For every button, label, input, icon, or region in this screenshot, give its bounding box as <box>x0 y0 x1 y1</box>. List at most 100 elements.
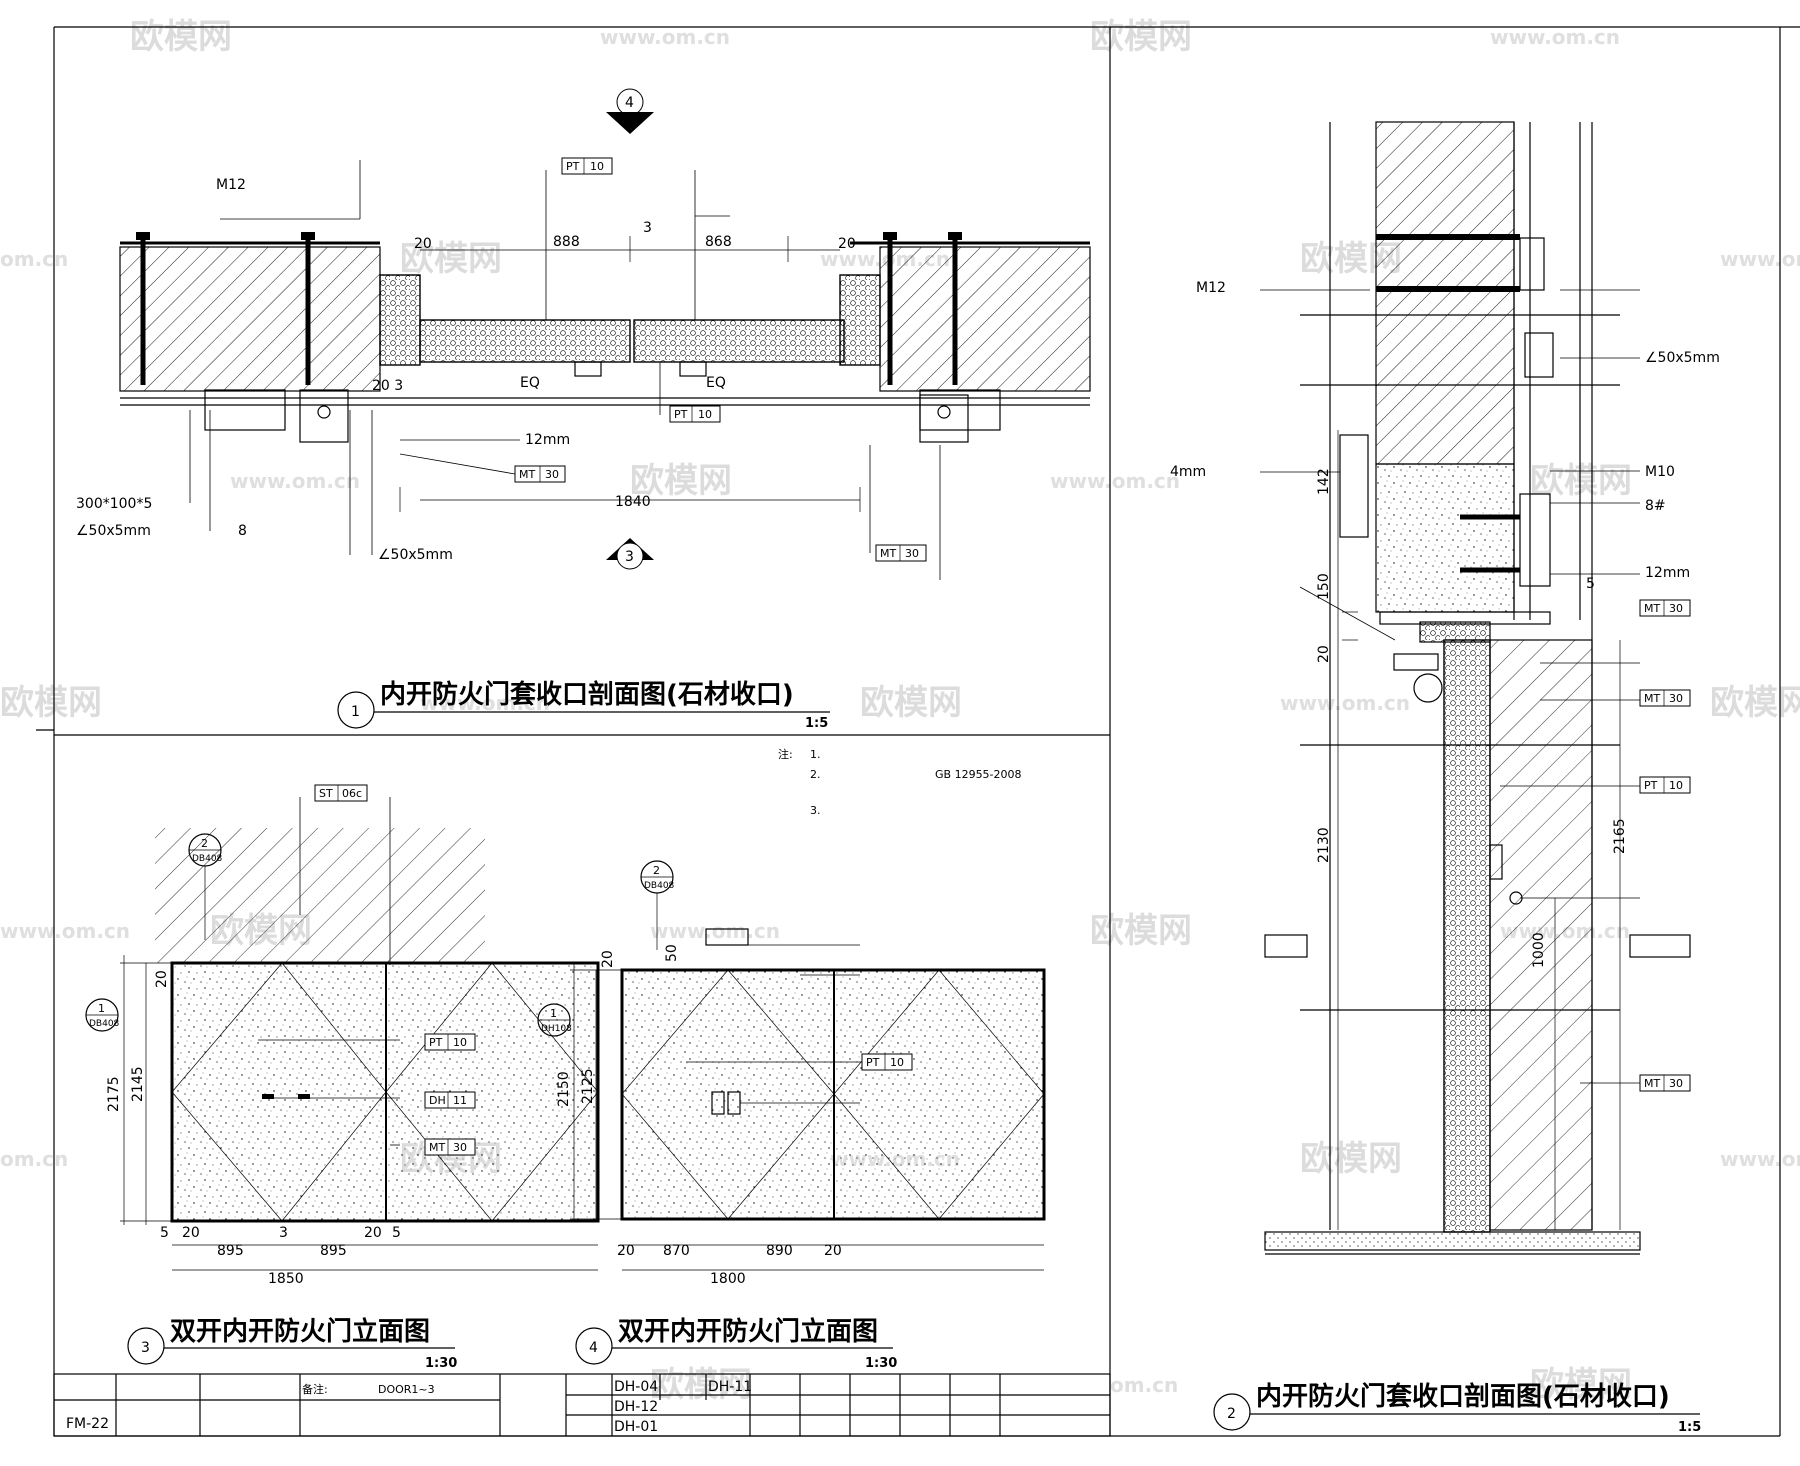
label-plate: 300*100*5 <box>76 496 152 512</box>
notes-header: 注: <box>778 747 793 761</box>
svg-text:30: 30 <box>1669 692 1683 705</box>
door-leaf-section <box>1443 639 1491 1233</box>
svg-text:30: 30 <box>1669 602 1683 615</box>
svg-text:2: 2 <box>201 837 208 850</box>
watermark-url: www.om.cn <box>650 919 780 943</box>
general-notes: 注: 1. 2. GB 12955-2008 3. <box>778 747 1022 817</box>
note-line: 2. <box>810 768 821 781</box>
door-frame-left <box>379 274 421 366</box>
section-marker-1: 1 DB408 <box>85 998 120 1032</box>
svg-text:MT: MT <box>880 547 896 560</box>
door-leaf-left <box>171 962 387 1222</box>
tag-mt30-b: MT 30 <box>875 544 927 562</box>
dim-edge-20b: 20 <box>824 1243 842 1259</box>
label-angle: ∠50x5mm <box>76 523 151 539</box>
dim-2145: 2145 <box>130 1066 146 1102</box>
detail-4-title-block: 4 双开内开防火门立面图 1:30 <box>575 1316 897 1371</box>
svg-text:30: 30 <box>1669 1077 1683 1090</box>
dim-868: 868 <box>705 234 732 250</box>
detail-4-title: 双开内开防火门立面图 <box>618 1316 878 1347</box>
watermark-text: 欧模网 <box>1710 683 1800 723</box>
eq-left: EQ <box>520 375 540 391</box>
dim-20-3: 20 3 <box>372 378 403 394</box>
dim-1840: 1840 <box>615 494 651 510</box>
watermark-url: www.om.cn <box>420 691 550 715</box>
hinge-right <box>919 394 969 443</box>
note-line: 1. <box>810 748 821 761</box>
dim-142: 142 <box>1316 468 1332 495</box>
detail-3-title: 双开内开防火门立面图 <box>170 1316 430 1347</box>
label-plywood: 12mm <box>1645 565 1690 581</box>
svg-text:DB408: DB408 <box>644 881 675 891</box>
svg-text:DH: DH <box>429 1094 446 1107</box>
door-frame-head <box>1419 621 1491 643</box>
label-bolt-m10: M10 <box>1645 464 1675 480</box>
dim-1850: 1850 <box>268 1271 304 1287</box>
detail-1-number: 1 <box>351 704 360 720</box>
dim-5: 5 <box>1586 576 1595 592</box>
watermark-url: om.cn <box>0 247 68 271</box>
eq-right: EQ <box>706 375 726 391</box>
ref-dh01: DH-01 <box>614 1419 658 1435</box>
svg-text:10: 10 <box>890 1056 904 1069</box>
bolt-group-left <box>136 232 315 385</box>
svg-text:PT: PT <box>674 408 688 421</box>
svg-text:2: 2 <box>653 864 660 877</box>
section-marker-2: 2 DB408 <box>188 833 223 940</box>
svg-text:10: 10 <box>590 160 604 173</box>
hinge-left <box>299 389 349 443</box>
dim-edge-3: 3 <box>279 1225 288 1241</box>
dim-895-left: 895 <box>217 1243 244 1259</box>
section-marker-2: 2 DB408 <box>640 860 675 950</box>
label-angle: ∠50x5mm <box>1645 350 1720 366</box>
watermark-url: www.om.cn <box>1720 1147 1800 1171</box>
door-code: FM-22 <box>66 1416 109 1432</box>
svg-text:30: 30 <box>905 547 919 560</box>
note-line: 3. <box>810 804 821 817</box>
concrete-lintel <box>1375 463 1515 613</box>
watermark-url: www.om.cn <box>0 919 130 943</box>
watermark-url: www.om.cn <box>1280 691 1410 715</box>
detail-2-title: 内开防火门套收口剖面图(石材收口) <box>1256 1381 1670 1412</box>
tag-pt10-top: PT 10 <box>561 157 613 175</box>
section-marker-1: 1 DH108 <box>537 1003 572 1037</box>
note-line: GB 12955-2008 <box>935 768 1022 781</box>
watermark-text: 欧模网 <box>860 683 962 723</box>
dim-edge-5b: 5 <box>392 1225 401 1241</box>
detail-1-plan-section: 888 868 3 20 20 EQ EQ 1840 20 3 4 3 <box>76 88 1091 731</box>
watermark-url: om.cn <box>1110 1373 1178 1397</box>
detail-3-elevation: 2175 2145 20 895 895 1850 5 20 3 20 5 2 … <box>85 784 600 1371</box>
svg-text:10: 10 <box>698 408 712 421</box>
svg-text:1: 1 <box>98 1002 105 1015</box>
watermark-text: 欧模网 <box>1090 911 1192 951</box>
dim-50: 50 <box>664 944 680 962</box>
detail-3-title-block: 3 双开内开防火门立面图 1:30 <box>127 1316 457 1371</box>
svg-text:MT: MT <box>429 1141 445 1154</box>
svg-text:MT: MT <box>1644 602 1660 615</box>
svg-text:10: 10 <box>1669 779 1683 792</box>
detail-4-number: 4 <box>589 1340 598 1356</box>
tag-pt10: PT 10 <box>1639 776 1691 794</box>
door-range: DOOR1~3 <box>378 1383 435 1396</box>
watermark-url: www.om.cn <box>1490 25 1620 49</box>
dim-edge-20a: 20 <box>617 1243 635 1259</box>
svg-text:MT: MT <box>519 468 535 481</box>
section-marker-bottom: 3 <box>606 538 654 570</box>
door-leaf-left <box>419 319 631 363</box>
tag-mt30-c: MT 30 <box>1639 1074 1691 1092</box>
section-marker-bottom-label: 3 <box>625 549 634 565</box>
tag-pt10-mid: PT 10 <box>669 405 721 423</box>
detail-2-vertical-section: 142 150 20 5 2130 2165 1000 M12 ∠50x5mm … <box>1170 121 1720 1435</box>
svg-text:30: 30 <box>545 468 559 481</box>
dim-20-top: 20 <box>600 950 616 968</box>
detail-2-number: 2 <box>1227 1406 1236 1422</box>
watermark-url: www.om.cn <box>600 25 730 49</box>
title-block-table: FM-22 备注: DOOR1~3 DH-04 DH-11 DH-12 DH-0… <box>53 1373 1111 1437</box>
stone-wall-left <box>119 246 381 392</box>
steel-channel-left <box>204 389 286 431</box>
watermark-text: 欧模网 <box>1090 17 1192 57</box>
label-bolt: M12 <box>216 177 246 193</box>
watermark-url: www.om.cn <box>1050 469 1180 493</box>
section-marker-top: 4 <box>606 88 654 134</box>
